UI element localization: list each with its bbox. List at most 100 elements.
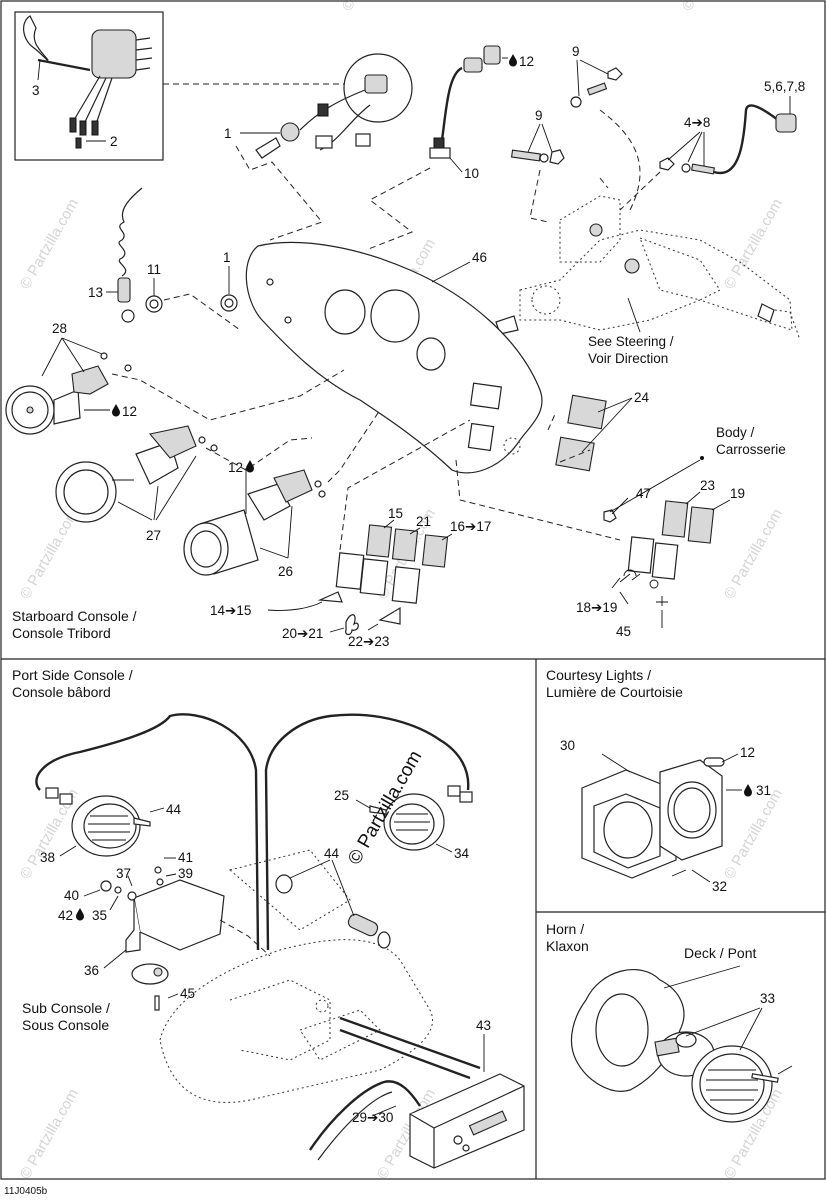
callout-28: 28 [52, 321, 67, 336]
horn-title: Horn /Klaxon [546, 921, 589, 954]
callout-9: 9 [572, 44, 580, 59]
courtesy-light [581, 757, 725, 879]
callout-37: 39 [178, 866, 193, 881]
connector-pin [75, 137, 82, 149]
callout-15: 21 [416, 514, 431, 529]
callout-16-17: 14➔15 [210, 603, 251, 618]
body-note-line: Body / [716, 425, 755, 440]
callout-12: 31 [756, 783, 771, 798]
callout-1: 1 [224, 126, 232, 141]
gauge-26-dash [327, 409, 381, 483]
figure-reference: 11J0405b [4, 1186, 48, 1197]
callout-5-8: 5,6,7,8 [764, 79, 805, 94]
courtesy-lights-title: Courtesy Lights /Lumière de Courtoisie [546, 667, 683, 700]
callout-12: 12 [228, 460, 243, 475]
watermark: © Partzilla.com [679, 0, 744, 14]
callout-30: 12 [740, 745, 755, 760]
callout-44: 34 [454, 846, 470, 861]
stereo-34 [339, 1016, 525, 1169]
speaker-44-right [369, 793, 445, 851]
watermark: © Partzilla.com [721, 786, 786, 882]
callout-18-19: 45 [616, 624, 631, 639]
watermark: © Partzilla.com [17, 196, 82, 292]
tether-loop [23, 15, 49, 61]
callout-44: 38 [40, 850, 55, 865]
harness-10 [429, 45, 501, 159]
sub-console-body [159, 849, 433, 1103]
callout-17: 15 [388, 506, 403, 521]
callout-25: 44 [324, 846, 340, 861]
sensor-connector [775, 113, 797, 133]
watermark: © Partzilla.com [721, 506, 786, 602]
callout-12: 12 [519, 54, 534, 69]
switch-body [91, 29, 137, 79]
callout-13: 13 [88, 285, 103, 300]
body-note: Body / Carrosserie [716, 425, 786, 457]
sensor-4-8 [659, 104, 797, 175]
callout-43: 29➔30 [352, 1110, 393, 1125]
body-leader [609, 459, 701, 513]
text-line: Sous Console [22, 1017, 109, 1033]
fastener-9-top [570, 67, 623, 108]
callout-41: 37 [116, 866, 131, 881]
callout-45: 44 [166, 802, 182, 817]
callout-11: 11 [147, 262, 161, 277]
callout-40: 42 [58, 908, 73, 923]
gauge-28-dash [111, 369, 345, 421]
gauge-26 [183, 469, 326, 576]
callout-39: 40 [64, 888, 79, 903]
harness-43 [309, 1080, 421, 1161]
callout-35: 36 [84, 963, 99, 978]
steering-note: See Steering /Voir Direction [588, 334, 674, 366]
starboard-console-title: Starboard Console /Console Tribord [12, 608, 137, 641]
callout-3: 3 [32, 83, 40, 98]
callout-12: 12 [122, 404, 137, 419]
watermark: © Partzilla.com [17, 1086, 82, 1182]
callout-36: 45 [180, 986, 195, 1001]
callout-23: 23 [700, 478, 715, 493]
key-switch-inset [23, 15, 153, 149]
callout-34: 43 [476, 1018, 491, 1033]
horn-assembly [570, 969, 779, 1123]
console-panel-46 [245, 241, 543, 474]
ignition-harness [255, 74, 388, 159]
watermark: © Partzilla.com [339, 0, 404, 14]
watermark: © Partzilla.com [721, 196, 786, 292]
text-line: Lumière de Courtoisie [546, 684, 683, 700]
callout-10: 10 [464, 166, 479, 181]
text-line: Console bâbord [12, 684, 111, 700]
callout-1: 1 [223, 250, 231, 265]
speaker-44-left [71, 795, 151, 857]
key-harness-dash [235, 145, 323, 241]
callout-45: 25 [334, 788, 349, 803]
callout-4-8: 4➔8 [684, 115, 710, 130]
steering-note-line: See Steering / [588, 334, 674, 349]
body-note-line: Carrosserie [716, 442, 786, 457]
callout-19: 19 [730, 486, 745, 501]
sub-console-hardware [100, 866, 225, 1011]
callout-22-23: 18➔19 [576, 600, 617, 615]
callout-31: 32 [712, 879, 727, 894]
callout-14-15: 20➔21 [282, 626, 323, 641]
callout-42: 35 [92, 908, 107, 923]
callout-24: 24 [634, 390, 650, 405]
switch-group-left [317, 524, 449, 636]
callout-27: 27 [146, 528, 161, 543]
port-console-title: Port Side Console /Console bâbord [12, 667, 133, 700]
port-console-wiring [35, 713, 473, 951]
gauge-28 [5, 352, 132, 435]
watermark: © Partzilla.com [17, 506, 82, 602]
callout-26: 26 [278, 564, 293, 579]
sub-console-note: Sub Console /Sous Console [22, 1000, 110, 1033]
text-line: Console Tribord [12, 625, 111, 641]
switch-left-dash [339, 419, 471, 551]
callout-20-21: 22➔23 [348, 634, 389, 649]
callout-2: 2 [110, 134, 118, 149]
callout-32: 33 [760, 991, 775, 1006]
gauge-27 [55, 425, 218, 523]
harness-10-dash [365, 167, 431, 251]
key [255, 137, 281, 159]
callout-38: 41 [178, 850, 193, 865]
callout-29-30: 30 [560, 738, 575, 753]
